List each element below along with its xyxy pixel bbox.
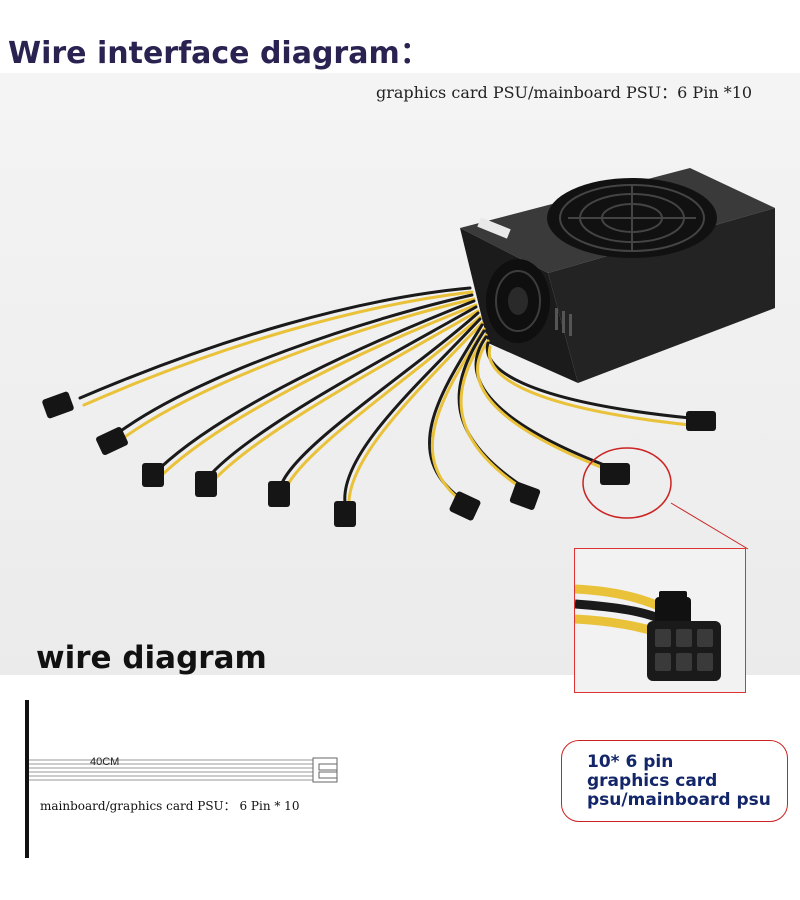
callout-line-1: 10* 6 pin <box>587 752 674 772</box>
connector-icon <box>509 482 541 510</box>
connector-icon <box>96 427 128 455</box>
wire-length-label: 40CM <box>90 756 120 768</box>
connector-icon <box>42 391 74 419</box>
psu-pin-note: graphics card PSU/mainboard PSU：6 Pin *1… <box>376 83 753 102</box>
connector-icon <box>449 491 481 521</box>
wire-schematic <box>25 700 338 858</box>
connector-icon <box>334 501 356 527</box>
connector-icon <box>600 463 630 485</box>
connector-icon <box>142 463 164 487</box>
cable-bundle <box>78 286 692 510</box>
page-title: Wire interface diagram： <box>8 36 430 71</box>
callout-line-3: psu/mainboard psu <box>587 790 771 810</box>
wire-diagram-title: wire diagram <box>36 640 267 676</box>
wire-connector-label: mainboard/graphics card PSU： 6 Pin * 10 <box>40 799 300 813</box>
connector-closeup <box>574 548 746 693</box>
callout-line-2: graphics card <box>587 771 718 791</box>
wire-strands <box>29 759 314 781</box>
connector-icon <box>268 481 290 507</box>
six-pin-connector-icon <box>575 584 721 681</box>
psu-unit <box>460 168 775 383</box>
connector-spec-callout: 10* 6 pin graphics card psu/mainboard ps… <box>561 740 788 822</box>
connector-icon <box>195 471 217 497</box>
connector-group <box>42 391 716 527</box>
highlight-leader-line <box>670 502 749 550</box>
connector-icon <box>686 411 716 431</box>
psu-illustration <box>42 168 775 550</box>
connector-highlight-circle <box>582 447 672 519</box>
wire-connector-icon <box>312 757 338 783</box>
